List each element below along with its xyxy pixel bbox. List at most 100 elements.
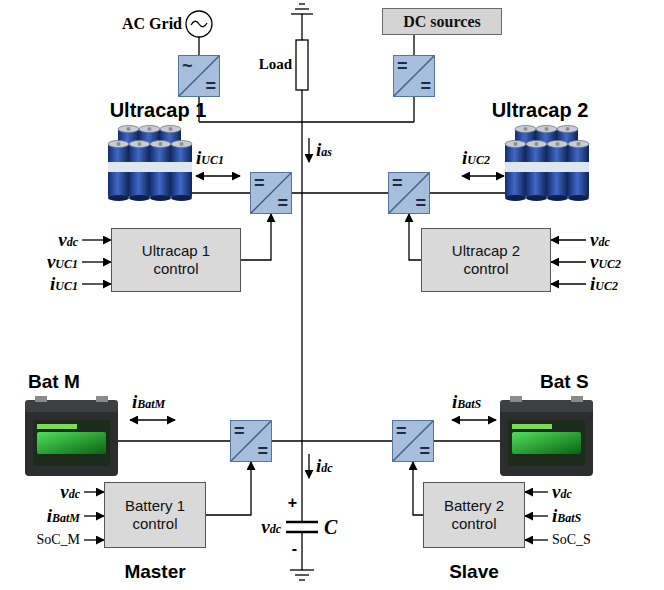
connection-line — [413, 35, 414, 56]
signal-name: iUC1 — [196, 148, 224, 169]
converter-diagonal — [231, 421, 271, 461]
signal-name: SoC_S — [552, 532, 591, 547]
input-arrow — [84, 515, 104, 516]
signal-name: iBatS — [552, 506, 581, 527]
current-arrow — [196, 175, 240, 176]
converter-sign: ~ — [182, 57, 193, 75]
ultracap-cell — [108, 141, 129, 202]
converter-sign: = — [277, 194, 288, 212]
signal-name: vdc — [590, 230, 610, 251]
ground-symbol — [299, 579, 305, 580]
ultracap-picture — [108, 126, 192, 202]
signal-name: vdc — [261, 517, 281, 538]
current-arrow — [462, 175, 504, 176]
control-box: Ultracap 2 control — [421, 228, 551, 292]
ultracap-cell — [505, 141, 526, 202]
node-text: Ultracap 1 control — [120, 242, 232, 278]
wire — [434, 440, 500, 441]
signal-name: vUC1 — [47, 252, 78, 273]
signal-name: vUC2 — [590, 252, 621, 273]
wire — [301, 532, 302, 570]
input-arrow — [82, 283, 111, 284]
node-text: Battery 2 control — [432, 497, 516, 533]
input-arrow — [84, 539, 104, 540]
ac-tilde — [191, 21, 207, 27]
converter-sign: = — [257, 442, 268, 460]
converter-sign: = — [254, 174, 265, 192]
component-name: Load — [259, 56, 292, 73]
signal-name: iBatS — [452, 392, 481, 413]
wire — [272, 440, 392, 441]
wire — [413, 97, 414, 122]
ultracap-cell — [568, 141, 589, 202]
signal-name: SoC_M — [36, 532, 80, 547]
converter-sign: = — [415, 194, 426, 212]
current-arrow — [130, 419, 175, 420]
converter-sign: = — [205, 77, 216, 95]
battery-picture — [25, 396, 118, 476]
ultracap-cell — [547, 141, 568, 202]
component-name: C — [324, 516, 337, 538]
dc-dc-converter: == — [250, 172, 292, 214]
signal-name: iBatM — [47, 506, 80, 527]
ac-source-symbol — [186, 11, 212, 37]
component-name: Ultracap 2 — [492, 99, 589, 121]
ground-symbol — [290, 569, 314, 570]
role-label: Master — [124, 562, 185, 583]
control-box: Ultracap 1 control — [111, 228, 241, 292]
converter-sign: = — [234, 422, 245, 440]
node-text: DC sources — [403, 12, 480, 31]
signal-name: iUC1 — [50, 274, 78, 295]
node-text: Ultracap 2 control — [430, 242, 542, 278]
polarity-sign: + — [288, 494, 297, 512]
polarity-sign: - — [292, 540, 297, 558]
input-arrow — [82, 239, 111, 240]
converter-diagonal — [251, 173, 291, 213]
current-arrow — [452, 419, 496, 420]
ground-symbol — [295, 574, 309, 575]
control-signal-arrow — [241, 214, 271, 260]
input-arrow — [82, 261, 111, 262]
dc-dc-converter: == — [392, 420, 434, 462]
ultracap-cell — [526, 141, 547, 202]
ultracap-cell — [129, 141, 150, 202]
signal-name: vdc — [58, 230, 78, 251]
battery-picture — [500, 396, 593, 476]
component-name: Bat S — [540, 372, 589, 393]
wire — [198, 37, 199, 55]
node-text: Battery 1 control — [113, 497, 197, 533]
input-arrow — [551, 261, 586, 262]
signal-name: iUC2 — [590, 274, 618, 295]
dc-dc-converter: == — [393, 55, 435, 97]
wire — [301, 14, 302, 40]
dc-dc-converter: == — [230, 420, 272, 462]
wire — [118, 440, 230, 441]
control-signal-arrow — [206, 462, 251, 515]
input-arrow — [551, 239, 586, 240]
input-arrow — [84, 491, 104, 492]
ultracap-cell — [150, 141, 171, 202]
role-label: Slave — [449, 562, 499, 583]
component-name: AC Grid — [122, 15, 182, 33]
wire — [292, 192, 388, 193]
wire — [199, 121, 414, 122]
signal-name: vdc — [60, 482, 80, 503]
dc-bus — [301, 90, 302, 522]
converter-diagonal — [179, 56, 219, 96]
ultracap-cell — [171, 141, 192, 202]
current-arrow — [308, 138, 309, 162]
input-arrow — [551, 283, 586, 284]
component-name: Bat M — [28, 372, 80, 393]
converter-sign: = — [419, 442, 430, 460]
signal-name: iUC2 — [462, 148, 490, 169]
dc-dc-converter: == — [388, 172, 430, 214]
ground-symbol — [299, 3, 305, 4]
control-box: Battery 2 control — [423, 482, 525, 548]
wire — [192, 192, 250, 193]
source-box: DC sources — [382, 8, 502, 35]
ultracap-picture — [505, 126, 589, 202]
converter-diagonal — [393, 421, 433, 461]
